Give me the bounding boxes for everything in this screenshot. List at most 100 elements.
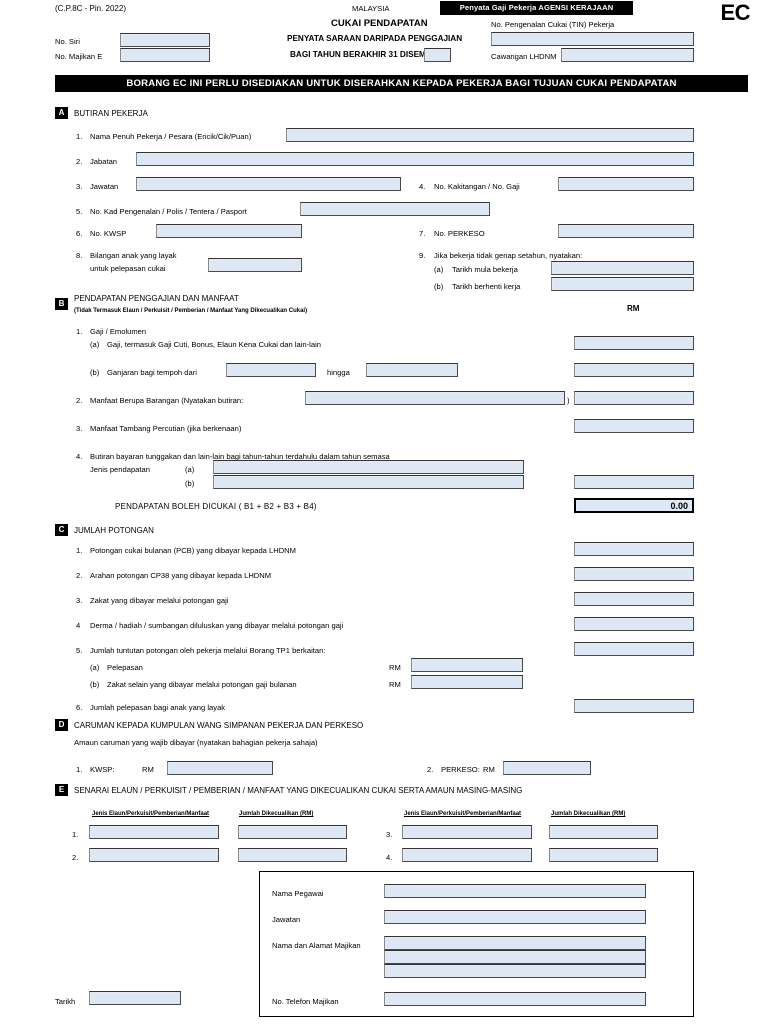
b4-number: 4. bbox=[76, 452, 83, 461]
e-row-4-jenis-input[interactable] bbox=[402, 848, 532, 862]
no-perkeso-input[interactable] bbox=[558, 224, 694, 238]
tarikh-berhenti-input[interactable] bbox=[551, 277, 694, 291]
b2-label: Manfaat Berupa Barangan (Nyatakan butira… bbox=[90, 396, 244, 405]
ganjaran-amount-input[interactable] bbox=[574, 363, 694, 377]
pelepasan-input[interactable] bbox=[411, 658, 523, 672]
e-row-4-jumlah-input[interactable] bbox=[549, 848, 658, 862]
nama-alamat-majikan-line3-input[interactable] bbox=[384, 964, 646, 978]
section-b-chip: B bbox=[55, 298, 68, 310]
b2-number: 2. bbox=[76, 396, 83, 405]
e-row-2-jenis-input[interactable] bbox=[89, 848, 219, 862]
a2-number: 2. bbox=[76, 157, 83, 166]
a1-number: 1. bbox=[76, 132, 83, 141]
notice-banner: BORANG EC INI PERLU DISEDIAKAN UNTUK DIS… bbox=[55, 75, 748, 92]
a4-label: No. Kakitangan / No. Gaji bbox=[434, 182, 520, 191]
telefon-majikan-input[interactable] bbox=[384, 992, 646, 1006]
section-c-chip: C bbox=[55, 524, 68, 536]
d2-currency: RM bbox=[483, 765, 495, 774]
b3-label: Manfaat Tambang Percutian (jika berkenaa… bbox=[90, 424, 242, 433]
tarikh-mula-input[interactable] bbox=[551, 261, 694, 275]
ganjaran-hingga-input[interactable] bbox=[366, 363, 458, 377]
no-siri-input[interactable] bbox=[120, 33, 210, 47]
section-d-chip: D bbox=[55, 719, 68, 731]
a8-number: 8. bbox=[76, 251, 83, 260]
e-row-1-jumlah-input[interactable] bbox=[238, 825, 347, 839]
tin-input[interactable] bbox=[491, 32, 694, 46]
tarikh-input[interactable] bbox=[89, 991, 181, 1005]
jenis-pendapatan-a-input[interactable] bbox=[213, 460, 524, 474]
no-kakitangan-input[interactable] bbox=[558, 177, 694, 191]
no-siri-label: No. Siri bbox=[55, 37, 80, 46]
a1-label: Nama Penuh Pekerja / Pesara (Encik/Cik/P… bbox=[90, 132, 252, 141]
c5b-number: (b) bbox=[90, 680, 100, 689]
gaji-emolumen-input[interactable] bbox=[574, 336, 694, 350]
c1-label: Potongan cukai bulanan (PCB) yang dibaya… bbox=[90, 546, 296, 555]
e-row-3-jumlah-input[interactable] bbox=[549, 825, 658, 839]
section-d-title: CARUMAN KEPADA KUMPULAN WANG SIMPANAN PE… bbox=[74, 721, 364, 730]
manfaat-barangan-close-paren: ) bbox=[567, 396, 570, 405]
nama-alamat-majikan-line2-input[interactable] bbox=[384, 950, 646, 964]
d2-label: PERKESO: bbox=[441, 765, 480, 774]
kwsp-amount-input[interactable] bbox=[167, 761, 273, 775]
a5-label: No. Kad Pengenalan / Polis / Tentera / P… bbox=[90, 207, 247, 216]
d1-currency: RM bbox=[142, 765, 154, 774]
ganjaran-dari-input[interactable] bbox=[226, 363, 316, 377]
no-kad-pengenalan-input[interactable] bbox=[300, 202, 490, 216]
manfaat-barangan-detail-input[interactable] bbox=[305, 391, 565, 405]
jawatan-pegawai-input[interactable] bbox=[384, 910, 646, 924]
jenis-pendapatan-label: Jenis pendapatan bbox=[90, 465, 150, 474]
zakat-potongan-gaji-input[interactable] bbox=[574, 592, 694, 606]
section-c-title: JUMLAH POTONGAN bbox=[74, 526, 154, 535]
ganjaran-hingga-label: hingga bbox=[327, 368, 350, 377]
tahun-input[interactable] bbox=[424, 48, 451, 62]
zakat-selain-input[interactable] bbox=[411, 675, 523, 689]
e-row-1-number: 1. bbox=[72, 830, 79, 839]
pcb-input[interactable] bbox=[574, 542, 694, 556]
a5-number: 5. bbox=[76, 207, 83, 216]
tp1-total-input[interactable] bbox=[574, 642, 694, 656]
a9b-number: (b) bbox=[434, 282, 444, 291]
jawatan-input[interactable] bbox=[136, 177, 401, 191]
bilangan-anak-input[interactable] bbox=[208, 258, 302, 272]
a7-label: No. PERKESO bbox=[434, 229, 485, 238]
manfaat-barangan-amount-input[interactable] bbox=[574, 391, 694, 405]
no-majikan-label: No. Majikan E bbox=[55, 52, 103, 61]
cp38-input[interactable] bbox=[574, 567, 694, 581]
nama-alamat-majikan-label: Nama dan Alamat Majikan bbox=[272, 941, 361, 950]
b4a-number: (a) bbox=[185, 465, 195, 474]
cawangan-input[interactable] bbox=[561, 48, 694, 62]
a9b-label: Tarikh berhenti kerja bbox=[452, 282, 521, 291]
country-label: MALAYSIA bbox=[352, 4, 390, 13]
nama-alamat-majikan-line1-input[interactable] bbox=[384, 936, 646, 950]
b1-number: 1. bbox=[76, 327, 83, 336]
form-type-badge: Penyata Gaji Pekerja AGENSI KERAJAAN bbox=[440, 1, 633, 15]
jenis-pendapatan-b-input[interactable] bbox=[213, 475, 524, 489]
cp-code-label: (C.P.8C - Pin. 2022) bbox=[55, 4, 126, 13]
manfaat-tambang-input[interactable] bbox=[574, 419, 694, 433]
nama-pekerja-input[interactable] bbox=[286, 128, 694, 142]
nama-pegawai-input[interactable] bbox=[384, 884, 646, 898]
e-row-2-jumlah-input[interactable] bbox=[238, 848, 347, 862]
perkeso-amount-input[interactable] bbox=[503, 761, 591, 775]
a8-label-line2: untuk pelepasan cukai bbox=[90, 264, 166, 273]
d2-number: 2. bbox=[427, 765, 434, 774]
jumlah-pelepasan-anak-input[interactable] bbox=[574, 699, 694, 713]
c4-label: Derma / hadiah / sumbangan diluluskan ya… bbox=[90, 621, 344, 630]
derma-input[interactable] bbox=[574, 617, 694, 631]
c5a-label: Pelepasan bbox=[107, 663, 143, 672]
b3-number: 3. bbox=[76, 424, 83, 433]
section-e-col-header-4: Jumlah Dikecualikan (RM) bbox=[551, 811, 626, 817]
page-subtitle-2: BAGI TAHUN BERAKHIR 31 DISEMBER bbox=[290, 50, 444, 59]
e-row-1-jenis-input[interactable] bbox=[89, 825, 219, 839]
c6-label: Jumlah pelepasan bagi anak yang layak bbox=[90, 703, 226, 712]
no-kwsp-input[interactable] bbox=[156, 224, 302, 238]
tunggakan-amount-input[interactable] bbox=[574, 475, 694, 489]
e-row-3-jenis-input[interactable] bbox=[402, 825, 532, 839]
jabatan-input[interactable] bbox=[136, 152, 694, 166]
d1-number: 1. bbox=[76, 765, 83, 774]
telefon-majikan-label: No. Telefon Majikan bbox=[272, 997, 339, 1006]
no-majikan-input[interactable] bbox=[120, 48, 210, 62]
a9a-number: (a) bbox=[434, 265, 444, 274]
section-e-col-header-1: Jenis Elaun/Perkuisit/Pemberian/Manfaat bbox=[92, 811, 210, 817]
